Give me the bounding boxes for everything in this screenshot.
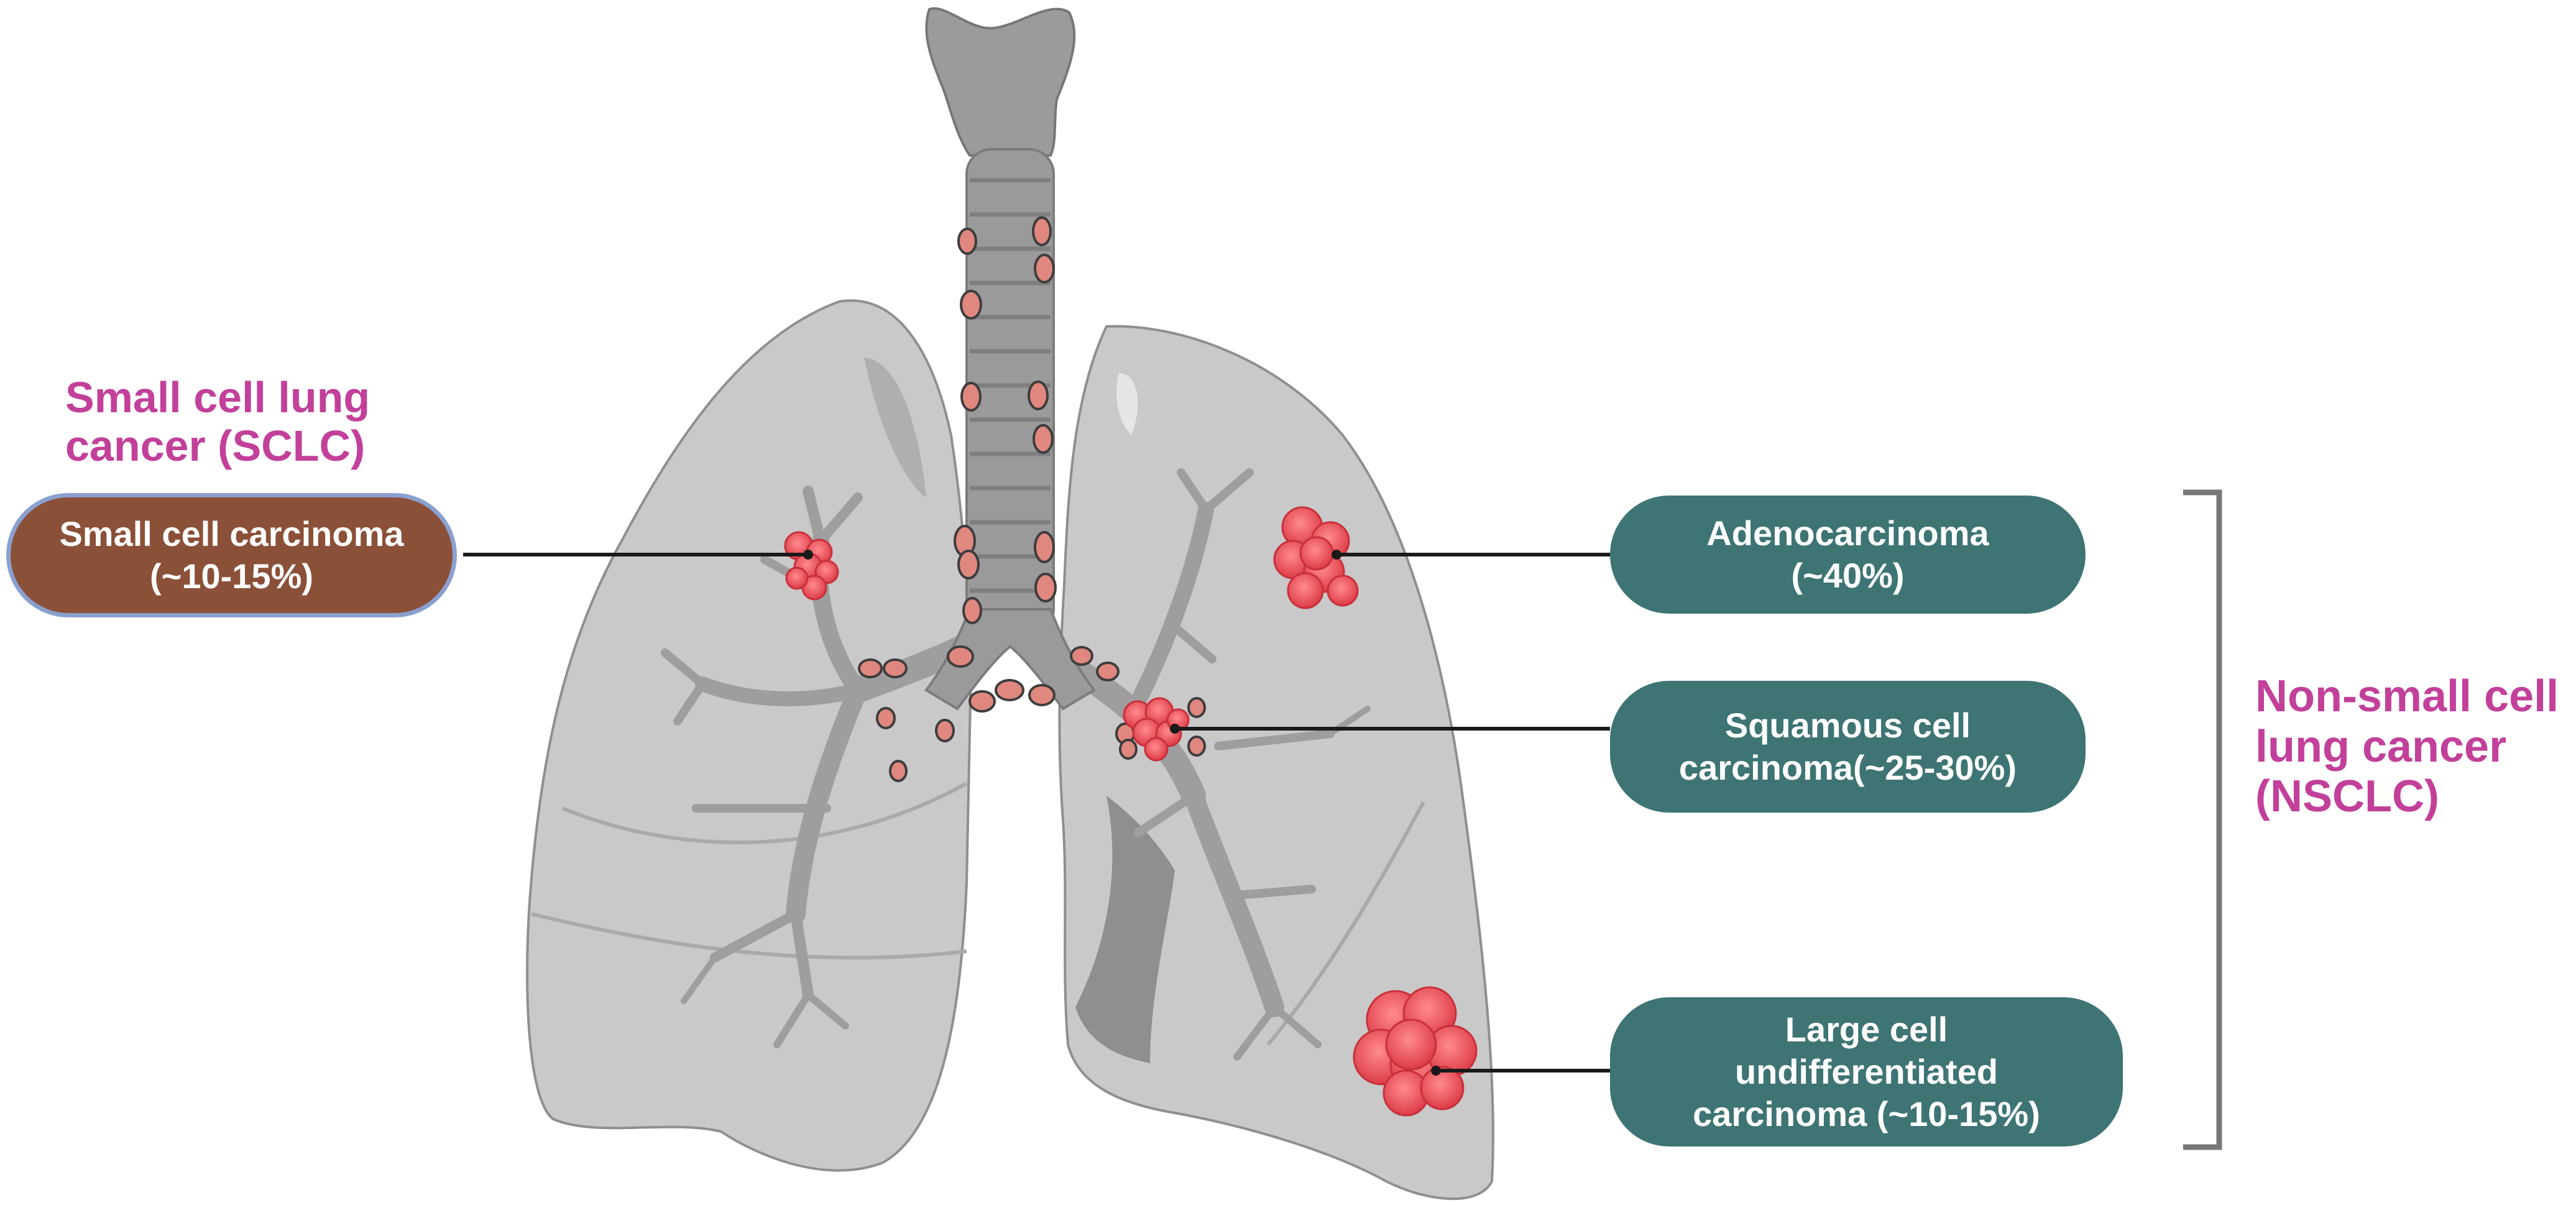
large-cell-box: Large cell undifferentiated carcinoma (~… [1610,997,2123,1146]
sclc-heading-line-1: Small cell lung [65,373,370,422]
large-cell-line-1: Large cell [1785,1009,1948,1049]
nsclc-heading-line-2: lung cancer [2255,721,2507,772]
adenocarcinoma-line-1: Adenocarcinoma [1706,513,1989,553]
sclc-box-line-1: Small cell carcinoma [59,514,404,553]
sclc-heading-line-2: cancer (SCLC) [65,422,366,471]
squamous-cell-line-2: carcinoma(~25-30%) [1678,748,2017,787]
sclc-heading: Small cell lung cancer (SCLC) [65,373,370,471]
sclc-subtype-box: Small cell carcinoma (~10-15%) [6,493,457,617]
nsclc-heading: Non-small cell lung cancer (NSCLC) [2255,671,2559,822]
adenocarcinoma-line-2: (~40%) [1791,556,1905,595]
nsclc-heading-line-3: (NSCLC) [2255,772,2439,822]
large-cell-line-2: undifferentiated [1734,1051,1999,1091]
squamous-cell-line-1: Squamous cell [1724,705,1971,745]
connector-lines [463,553,1610,1073]
sclc-box-line-2: (~10-15%) [149,556,314,596]
lungs-icon [526,299,1494,1201]
squamous-cell-box: Squamous cell carcinoma(~25-30%) [1610,681,2086,813]
tumor-large-cell [1353,986,1478,1117]
nsclc-bracket [2183,489,2222,1150]
tumor-adenocarcinoma [1273,506,1359,609]
adenocarcinoma-box: Adenocarcinoma (~40%) [1610,496,2086,614]
lymph-node-icon [858,216,1206,782]
large-cell-line-3: carcinoma (~10-15%) [1693,1094,2040,1134]
tumor-icon [784,506,1478,1117]
nsclc-heading-line-1: Non-small cell [2255,671,2559,721]
